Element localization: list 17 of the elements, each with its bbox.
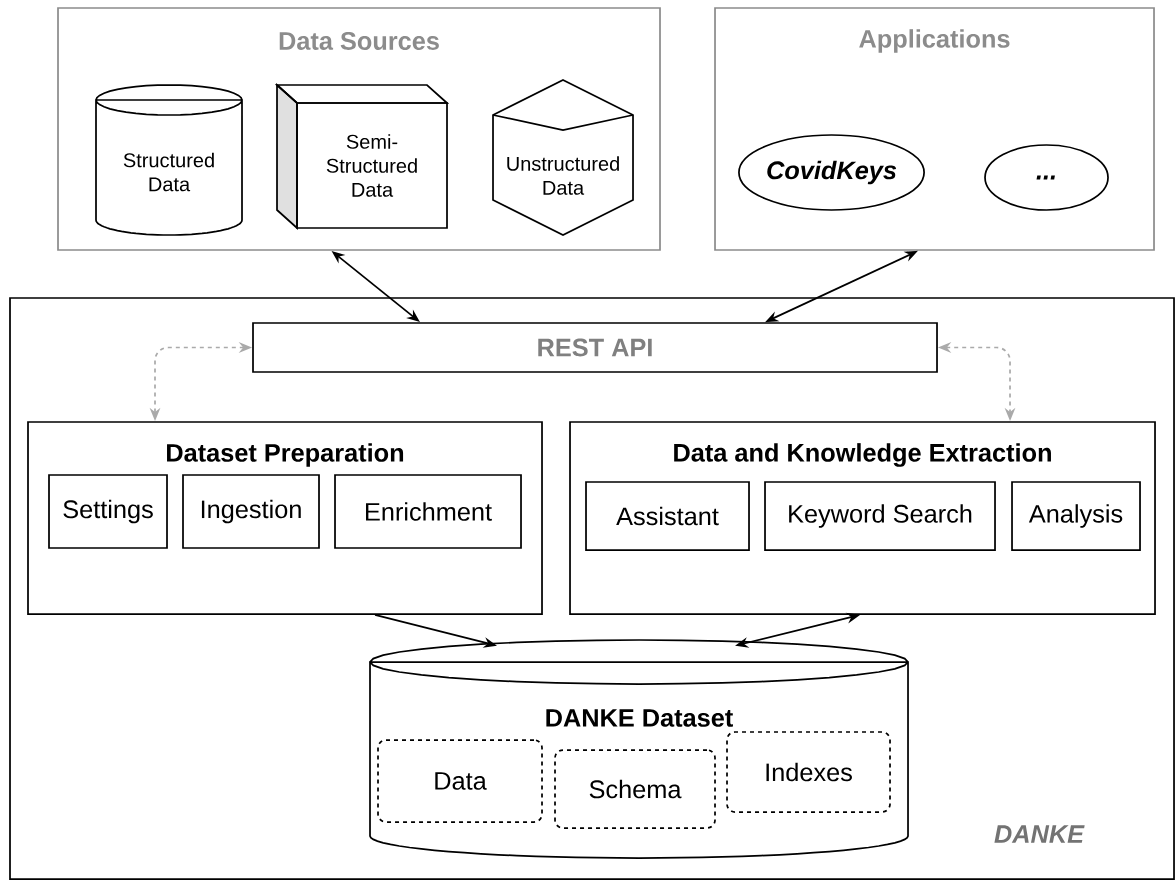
module-box: Enrichment: [334, 474, 522, 549]
module-box: Settings: [48, 474, 168, 549]
module-box: Ingestion: [182, 474, 320, 549]
store-box: Indexes: [726, 731, 891, 813]
module-box: Assistant: [585, 481, 750, 551]
store-box: Schema: [554, 749, 716, 829]
module-box: Keyword Search: [764, 481, 996, 551]
section-title: Data Sources: [279, 32, 439, 50]
store-box: Data: [377, 739, 543, 823]
system-label: DANKE: [994, 825, 1085, 843]
database-cylinder: Structured Data: [95, 84, 243, 236]
section-title: Data and Knowledge Extraction: [674, 443, 1051, 467]
api-bar: REST API: [252, 322, 938, 373]
module-box: Analysis: [1011, 481, 1141, 551]
section-title: Dataset Preparation: [167, 443, 404, 467]
section-title: DANKE Dataset: [546, 709, 733, 727]
section-title: Applications: [859, 29, 1010, 53]
